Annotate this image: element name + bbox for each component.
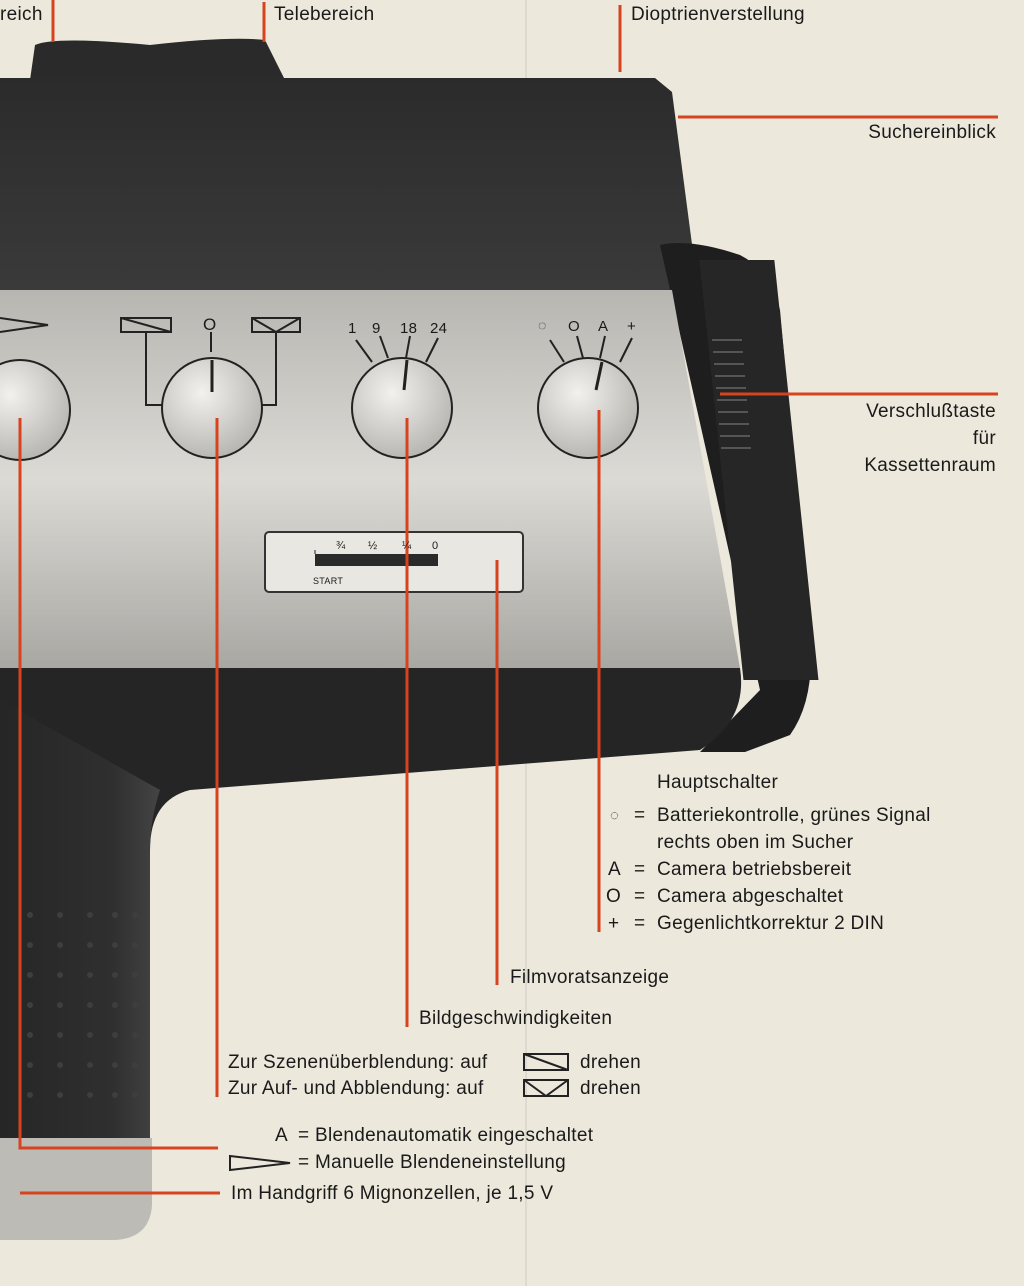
- speed-mark-1: 1: [348, 320, 357, 337]
- szene-line-1: Zur Szenenüberblendung: auf: [228, 1052, 488, 1073]
- o-eq: =: [634, 886, 646, 907]
- verschluss-label-2: für: [972, 428, 996, 449]
- battery-symbol-icon: ◌: [610, 807, 620, 824]
- zoom-rocker: [30, 38, 285, 80]
- film-mark-half: ½: [368, 540, 378, 552]
- fade-dial-center-mark: O: [203, 315, 217, 334]
- szene-line-2: Zur Auf- und Abblendung: auf: [228, 1078, 484, 1099]
- suchereinblick-label: Suchereinblick: [868, 122, 996, 143]
- o-symbol: O: [606, 886, 622, 907]
- leader-lines: [18, 0, 998, 1195]
- a-eq: =: [634, 859, 646, 880]
- fade-dial: [120, 317, 301, 459]
- aufblend-symbol-icon: [523, 1079, 569, 1098]
- speed-mark-9: 9: [372, 320, 381, 337]
- battery-check-mark-icon: ◌: [538, 317, 547, 333]
- dioptrien-label: Dioptrienverstellung: [631, 4, 805, 25]
- film-mark-3q: ¾: [336, 540, 346, 552]
- szene-line-1-end: drehen: [580, 1052, 641, 1073]
- latch-ribs: [712, 339, 751, 449]
- grip-base: [0, 1138, 152, 1240]
- bildgeschw-label: Bildgeschwindigkeiten: [419, 1008, 613, 1029]
- film-mark-zero: 0: [432, 540, 439, 552]
- top-housing: [0, 78, 698, 290]
- szene-symbol-icon: [523, 1053, 569, 1071]
- weitbereich-label: reich: [0, 4, 43, 25]
- main-dial-plus: +: [627, 318, 637, 335]
- film-counter-window: [264, 531, 524, 593]
- hauptschalter-label: Hauptschalter: [657, 772, 779, 793]
- film-mark-quarter: ¼: [402, 540, 412, 552]
- manual-aperture-icon: [229, 1154, 291, 1172]
- szene-line-2-end: drehen: [580, 1078, 641, 1099]
- telebereich-label: Telebereich: [274, 4, 375, 25]
- plus-symbol: +: [608, 913, 620, 934]
- speed-dial: [351, 335, 453, 459]
- grip-dimples: [27, 912, 138, 1098]
- a-text: Camera betriebsbereit: [657, 859, 852, 880]
- verschluss-label-3: Kassettenraum: [864, 455, 996, 476]
- battery-line-1: Batteriekontrolle, grünes Signal: [657, 805, 931, 826]
- main-dial-a: A: [598, 318, 609, 335]
- handle-grip: [0, 700, 160, 1140]
- filmvorrat-label: Filmvoratsanzeige: [510, 967, 670, 988]
- o-text: Camera abgeschaltet: [657, 886, 844, 907]
- plus-eq: =: [634, 913, 646, 934]
- battery-line-2: rechts oben im Sucher: [657, 832, 854, 853]
- verschluss-label-1: Verschlußtaste: [866, 401, 996, 422]
- plus-text: Gegenlichtkorrektur 2 DIN: [657, 913, 885, 934]
- film-start-mark: START: [313, 576, 344, 586]
- blende-manual-label: = Manuelle Blendeneinstellung: [298, 1152, 567, 1173]
- handgriff-label: Im Handgriff 6 Mignonzellen, je 1,5 V: [231, 1183, 554, 1204]
- main-dial-o: O: [568, 318, 580, 335]
- control-panel: [0, 290, 740, 668]
- speed-mark-24: 24: [430, 320, 448, 337]
- battery-eq: =: [634, 805, 646, 826]
- blende-auto-label: = Blendenautomatik eingeschaltet: [298, 1125, 594, 1146]
- main-switch-dial: [537, 335, 639, 459]
- a-symbol: A: [608, 859, 621, 880]
- blende-a-symbol: A: [275, 1125, 288, 1146]
- speed-mark-18: 18: [400, 320, 418, 337]
- lower-body: [0, 668, 742, 1130]
